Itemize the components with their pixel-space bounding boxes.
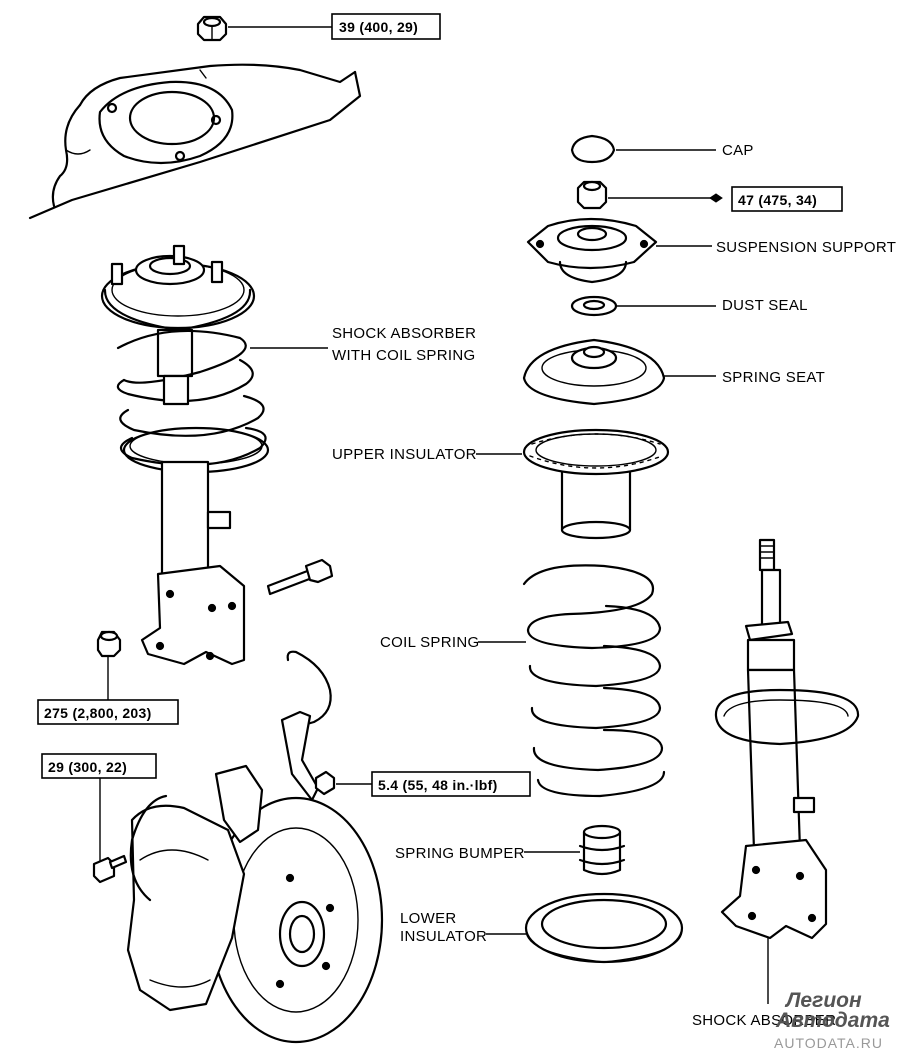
label-lower-insulator: LOWER INSULATOR <box>400 910 526 945</box>
svg-text:Легион: Легион <box>784 989 862 1012</box>
top-nut <box>196 15 228 42</box>
abs-sensor-wire <box>280 650 332 802</box>
lower-insulator-part <box>524 892 684 964</box>
torque-caliper-bolt: 29 (300, 22) <box>41 753 157 862</box>
svg-text:SPRING SEAT: SPRING SEAT <box>722 369 825 386</box>
svg-text:29 (300, 22): 29 (300, 22) <box>48 759 127 775</box>
label-shock-with-coil: SHOCK ABSORBER WITH COIL SPRING <box>250 325 476 364</box>
spring-seat-part <box>522 338 666 406</box>
assembled-strut <box>100 244 270 666</box>
svg-text:DUST SEAL: DUST SEAL <box>722 297 808 314</box>
upper-insulator-part <box>522 428 670 540</box>
sensor-bolt <box>314 770 336 796</box>
torque-sensor-bolt: 5.4 (55, 48 in.·lbf) <box>336 771 531 797</box>
svg-text:INSULATOR: INSULATOR <box>400 928 487 945</box>
knuckle-nut <box>96 630 122 658</box>
torque-top-nut: 39 (400, 29) <box>228 13 441 40</box>
svg-text:5.4 (55, 48 in.·lbf): 5.4 (55, 48 in.·lbf) <box>378 777 498 793</box>
cap-part <box>570 134 616 164</box>
svg-text:LOWER: LOWER <box>400 910 457 927</box>
label-coil-spring: COIL SPRING <box>380 634 526 651</box>
strut-tower-body <box>28 63 362 220</box>
watermark-logo: Легион Автодата AUTODATA.RU <box>774 989 890 1051</box>
knuckle-and-brake <box>126 764 384 1044</box>
label-shock-absorber: SHOCK ABSORBER <box>692 938 836 1029</box>
svg-text:AUTODATA.RU: AUTODATA.RU <box>774 1035 883 1051</box>
svg-text:SHOCK ABSORBER: SHOCK ABSORBER <box>692 1012 836 1029</box>
torque-piston-nut: 47 (475, 34) <box>608 186 843 212</box>
svg-text:UPPER INSULATOR: UPPER INSULATOR <box>332 446 477 463</box>
label-spring-bumper: SPRING BUMPER <box>395 845 580 862</box>
svg-text:275 (2,800, 203): 275 (2,800, 203) <box>44 705 152 721</box>
label-dust-seal: DUST SEAL <box>616 297 808 314</box>
svg-text:SUSPENSION SUPPORT: SUSPENSION SUPPORT <box>716 239 896 256</box>
caliper-bolt <box>92 854 128 884</box>
label-upper-insulator: UPPER INSULATOR <box>332 446 522 463</box>
svg-text:47 (475, 34): 47 (475, 34) <box>738 192 817 208</box>
label-cap: CAP <box>616 142 754 159</box>
coil-spring-part <box>522 564 666 798</box>
spring-bumper-part <box>578 824 626 876</box>
suspension-support-part <box>526 217 658 284</box>
shock-absorber-part <box>714 538 860 940</box>
svg-text:SPRING BUMPER: SPRING BUMPER <box>395 845 525 862</box>
label-suspension-support: SUSPENSION SUPPORT <box>656 239 896 256</box>
svg-text:CAP: CAP <box>722 142 754 159</box>
dust-seal-part <box>570 295 618 317</box>
knuckle-bolt <box>266 558 334 596</box>
svg-text:SHOCK ABSORBER: SHOCK ABSORBER <box>332 325 476 342</box>
label-spring-seat: SPRING SEAT <box>664 369 825 386</box>
svg-text:39 (400, 29): 39 (400, 29) <box>339 19 418 35</box>
svg-text:Автодата: Автодата <box>775 1009 890 1032</box>
piston-rod-nut <box>576 180 608 210</box>
torque-knuckle-nut: 275 (2,800, 203) <box>37 656 179 725</box>
svg-text:COIL SPRING: COIL SPRING <box>380 634 479 651</box>
svg-text:WITH COIL SPRING: WITH COIL SPRING <box>332 347 475 364</box>
